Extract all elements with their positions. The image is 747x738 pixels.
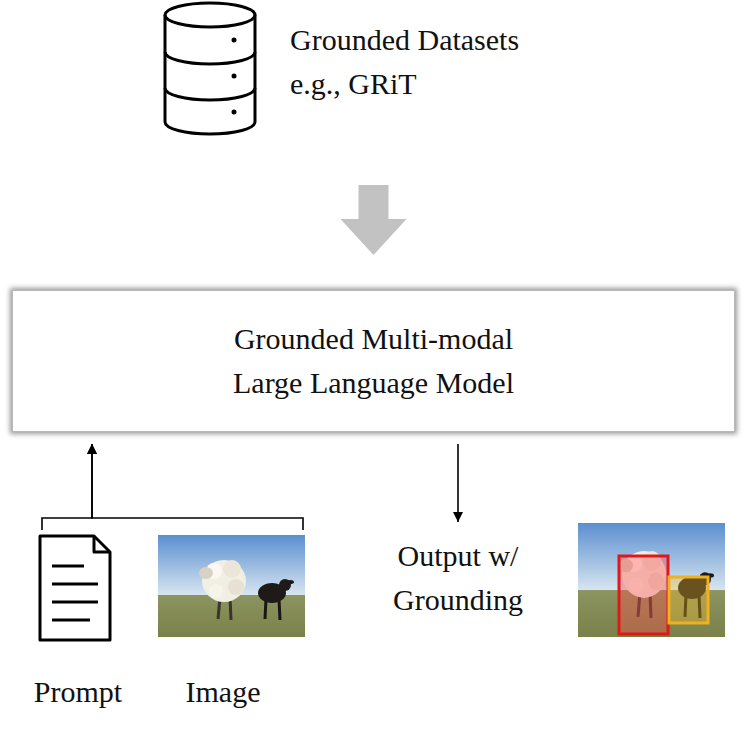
output-node: Output w/ Grounding <box>370 530 546 622</box>
node-sublabel: e.g., GRiT <box>290 62 580 106</box>
block-arrow <box>341 185 407 255</box>
model-box: Grounded Multi-modal Large Language Mode… <box>12 290 735 432</box>
prompt-node: Prompt <box>28 530 128 722</box>
document-icon <box>40 536 110 640</box>
arrow-connector <box>457 444 459 522</box>
node-label: Image <box>186 670 261 714</box>
dataset-node: Grounded Datasetse.g., GRiT <box>160 0 580 138</box>
output-photo <box>578 523 725 637</box>
database-icon <box>165 3 255 134</box>
arrow-connector <box>92 444 303 530</box>
node-label: Output w/ Grounding <box>370 534 546 622</box>
input-photo <box>158 535 305 637</box>
node-label: Grounded Multi-modal Large Language Mode… <box>203 317 544 405</box>
image-node: Image <box>143 530 303 722</box>
node-label: Prompt <box>34 670 122 714</box>
node-label: Grounded Datasets <box>290 18 580 62</box>
arrow-connector <box>42 444 92 530</box>
